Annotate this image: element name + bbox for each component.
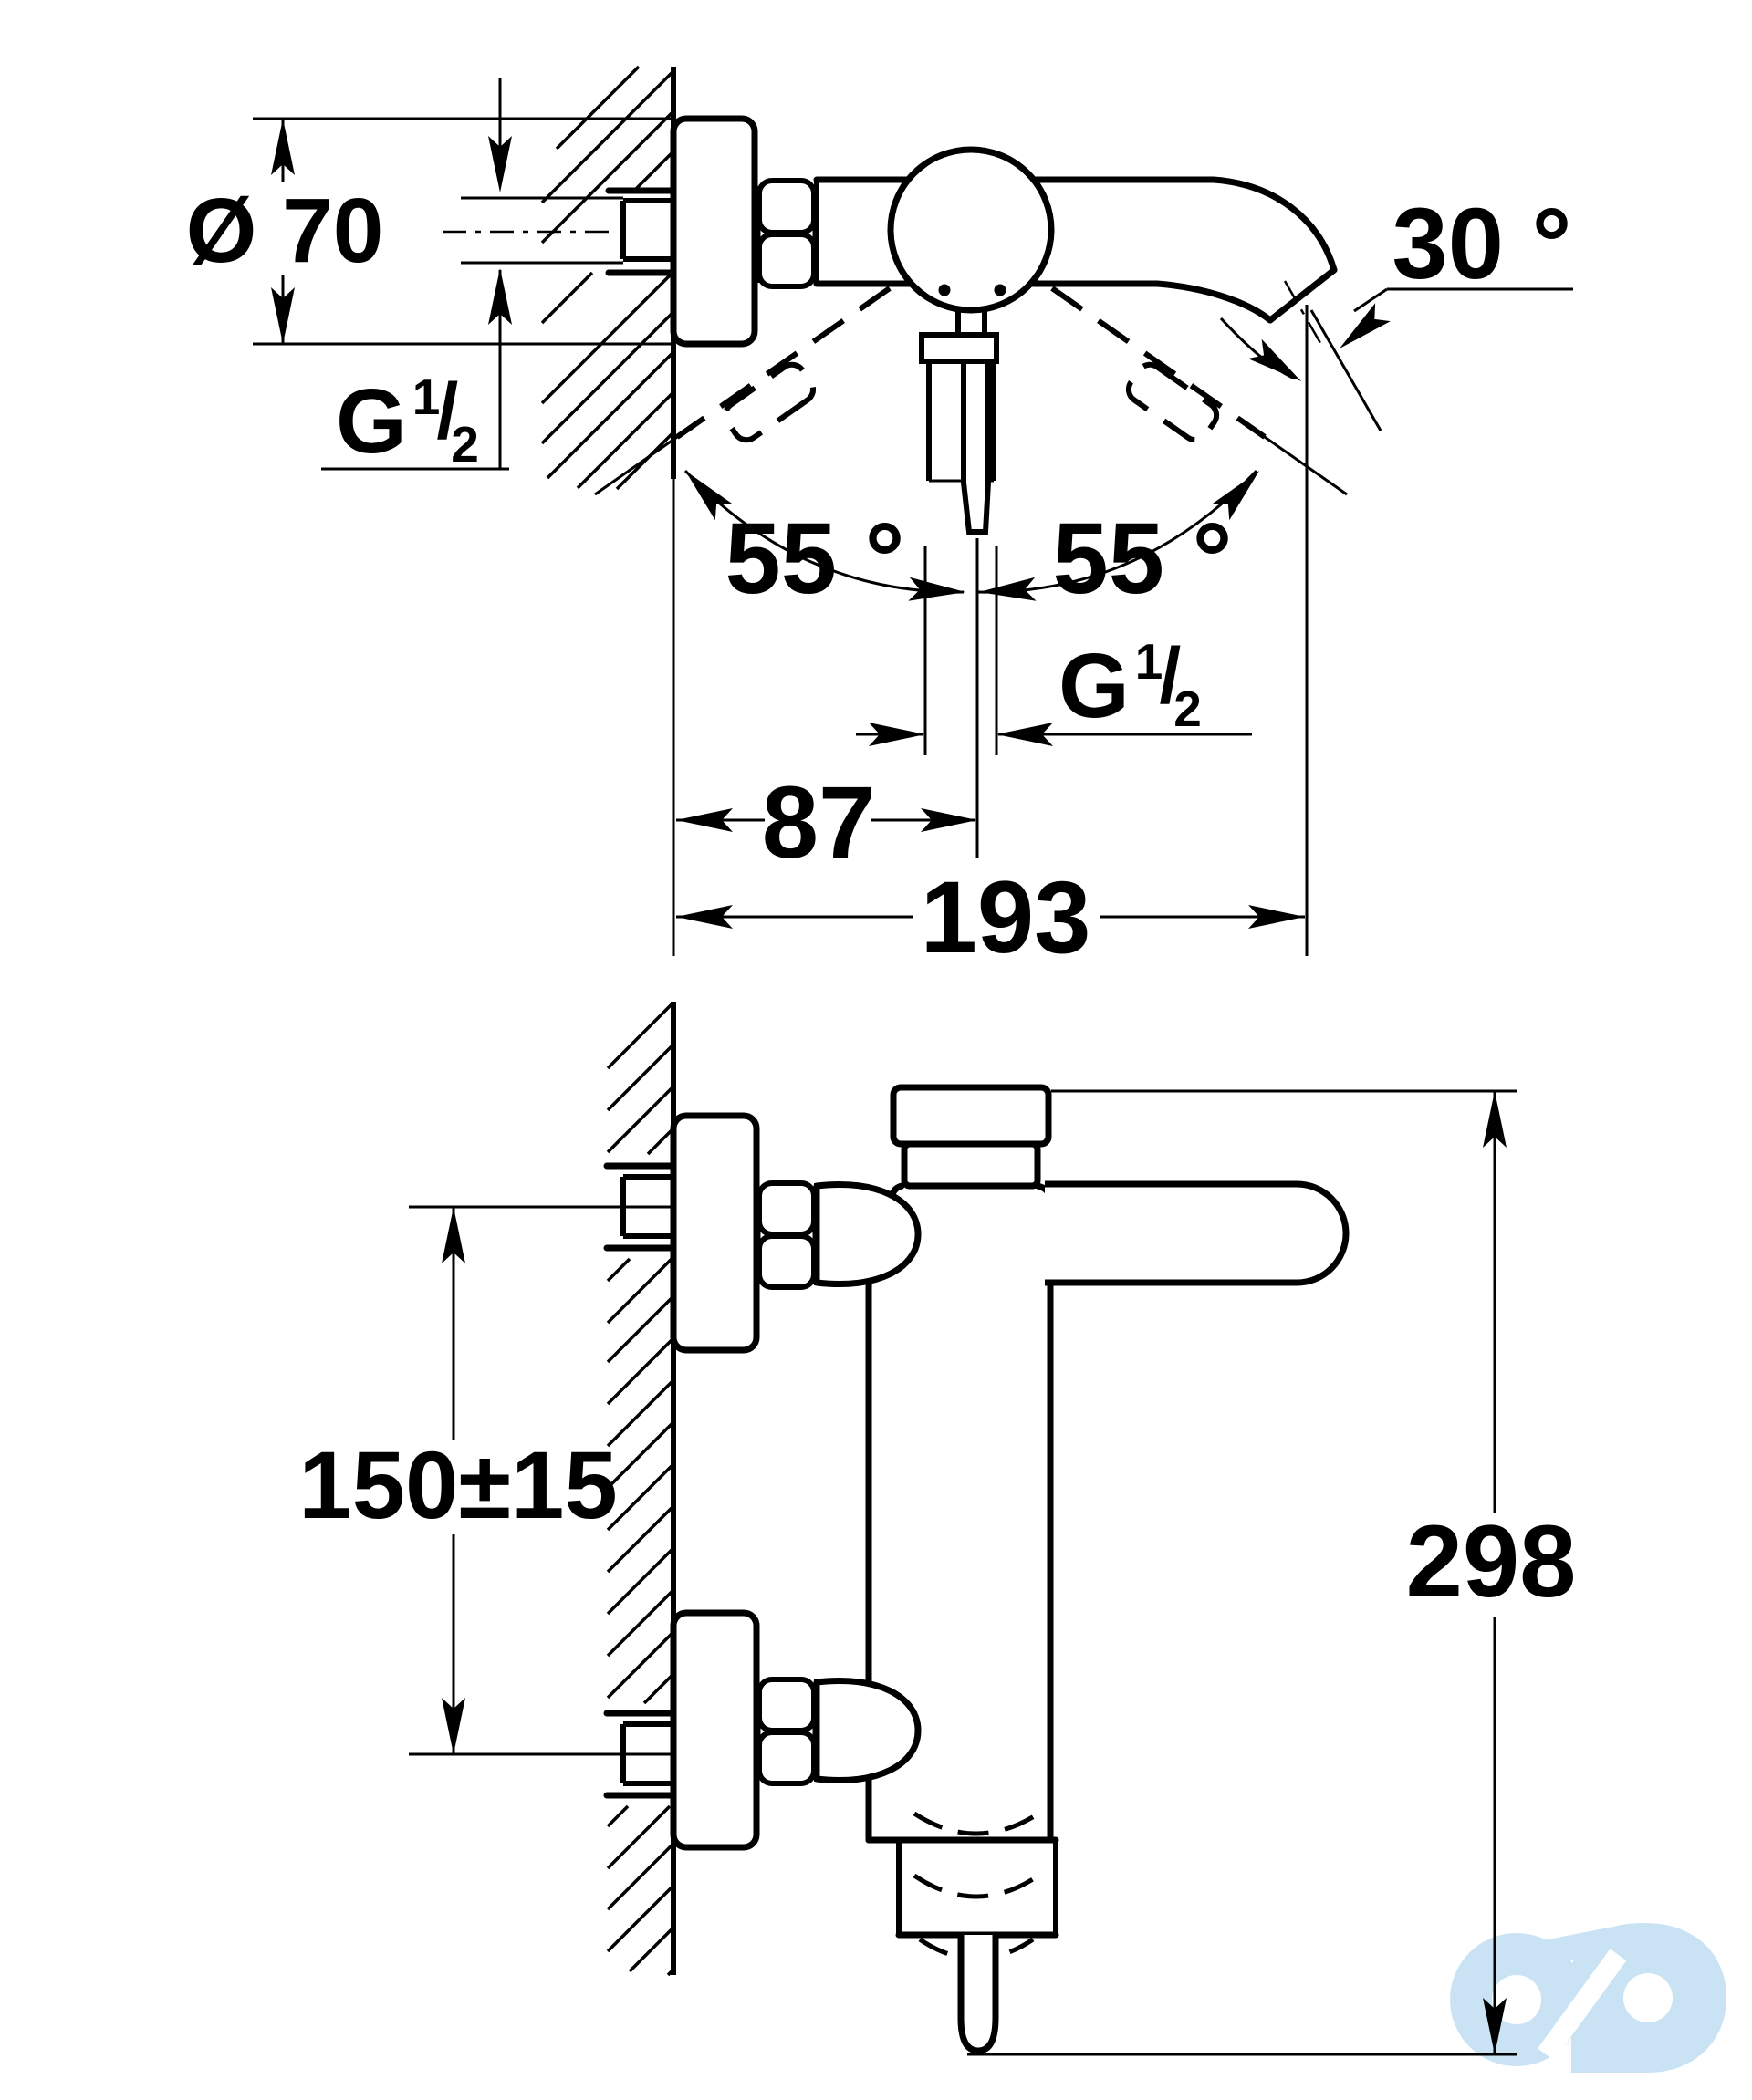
swung-knob-right — [1125, 361, 1220, 443]
wall-hatching-top — [540, 65, 675, 491]
overall-height-label: 298 — [1406, 1504, 1577, 1618]
lever-tip — [961, 482, 991, 535]
watermark-link — [1538, 1927, 1624, 1963]
spout-offset-label: 87 — [762, 765, 876, 879]
outlet-nipple — [957, 1935, 999, 2054]
indicator-dot-right — [994, 284, 1006, 296]
spout-flow-axis — [1283, 280, 1322, 344]
spout-tip-cut — [1267, 266, 1338, 324]
hidden-detail-arc-1 — [912, 1811, 1040, 1836]
spout-outer-curve — [1210, 176, 1338, 274]
faucet-body-spout — [813, 146, 1338, 344]
watermark-slash — [1538, 1949, 1627, 2061]
lever-and-outlet — [919, 308, 999, 535]
watermark-c-shape — [1450, 1933, 1583, 2066]
handle-swing-55: 55 ° 55 ° — [594, 286, 1348, 615]
outlet-section — [865, 1811, 1059, 2054]
watermark-d-hole — [1623, 1973, 1673, 2022]
hex-nut-top-view — [756, 178, 817, 289]
spout-reach-label: 193 — [921, 860, 1091, 974]
overall-height-dimension: 298 — [967, 1089, 1577, 2056]
swung-knob-left — [722, 361, 817, 443]
flange-diameter-dimension: Ø 70 — [186, 117, 673, 346]
spout-reach-dimension: 193 — [676, 860, 1305, 974]
spout-angle-label: 30 ° — [1392, 188, 1572, 300]
indicator-dot-left — [938, 284, 951, 296]
spout-angle-30: 30 ° — [1219, 188, 1573, 956]
swung-lever-right — [1050, 286, 1267, 440]
connection-spacing-label: 150±15 — [298, 1432, 618, 1539]
lower-inlet-horn — [813, 1678, 922, 1783]
escutcheon-top-view — [670, 115, 758, 348]
wall-pipe-stub-top — [443, 187, 676, 276]
faucet-body-front — [813, 1084, 1350, 1844]
spout-offset-dimension: 87 — [676, 765, 977, 879]
wall-hatching-front — [606, 1001, 675, 1977]
handle-collar — [919, 332, 999, 364]
spout-inner-curve — [1153, 280, 1274, 324]
upper-hex-nut — [756, 1180, 817, 1290]
flange-diameter-label: Ø 70 — [186, 180, 384, 282]
hidden-detail-arc-2 — [912, 1873, 1040, 1899]
swing-right-label: 55 ° — [1053, 503, 1233, 615]
upper-escutcheon — [670, 1112, 760, 1354]
front-view: 150±15 — [298, 1001, 1726, 2073]
connection-spacing-dimension: 150±15 — [298, 1207, 618, 1754]
cartridge-cap-circle — [887, 146, 1055, 314]
lower-hex-nut — [756, 1677, 817, 1786]
watermark-logo — [1450, 1923, 1726, 2073]
upper-inlet-horn — [813, 1181, 922, 1287]
lower-escutcheon — [670, 1609, 760, 1851]
swung-lever-left — [675, 286, 892, 440]
cap-ring — [901, 1140, 1041, 1190]
cartridge-cap — [890, 1084, 1052, 1148]
swing-left-label: 55 ° — [725, 503, 905, 615]
lever-handle-front — [1045, 1180, 1350, 1286]
